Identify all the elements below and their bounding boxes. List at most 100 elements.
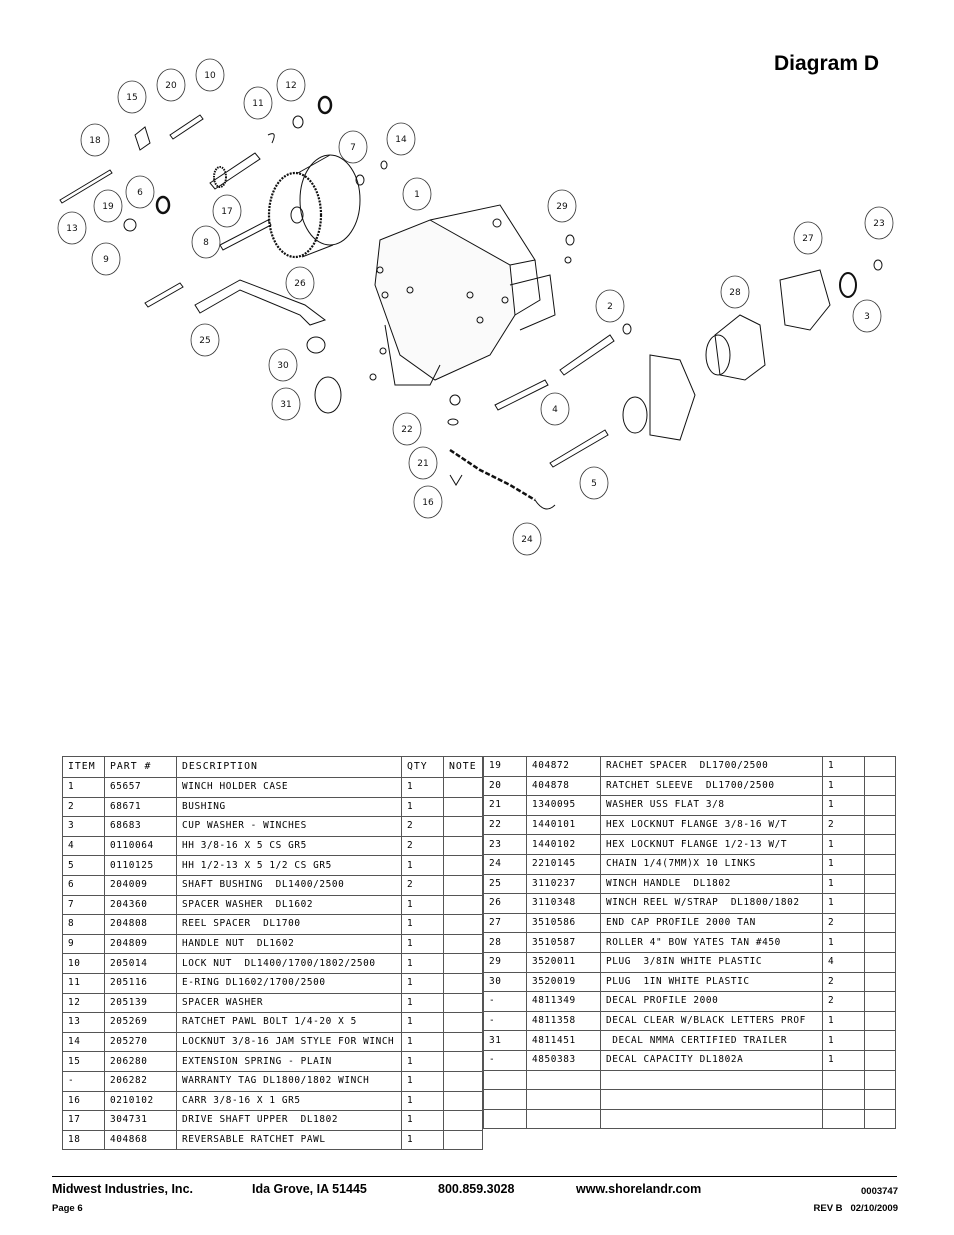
cell-item: 17 <box>62 1110 105 1131</box>
table-header-row: ITEM PART # DESCRIPTION QTY NOTE <box>62 756 483 778</box>
cell-description: HEX LOCKNUT FLANGE 1/2-13 W/T <box>600 834 823 855</box>
cell-note <box>864 853 896 875</box>
winch-reel-drawing <box>299 154 361 246</box>
cell-qty: 2 <box>822 971 865 993</box>
cell-qty: 1 <box>401 972 444 994</box>
cell-part-number: 205269 <box>104 1012 177 1033</box>
footer-company: Midwest Industries, Inc. <box>52 1182 193 1196</box>
cell-part-number: 3520011 <box>526 951 601 973</box>
drive-shaft-drawing <box>209 152 261 190</box>
cell-qty: 2 <box>401 874 444 896</box>
cell-item: 26 <box>483 893 527 914</box>
cell-part-number: 68683 <box>104 816 177 837</box>
cell-description: REEL SPACER DL1700 <box>176 914 402 935</box>
label-14: 14 <box>395 135 407 145</box>
cell-note <box>443 1090 483 1112</box>
label-2: 2 <box>607 302 613 312</box>
table-row <box>483 1089 896 1110</box>
label-8: 8 <box>203 238 209 248</box>
cell-item: - <box>62 1070 105 1092</box>
cell-note <box>443 894 483 916</box>
cell-note <box>443 972 483 994</box>
cell-description: HEX LOCKNUT FLANGE 3/8-16 W/T <box>600 814 823 836</box>
cell-qty: 1 <box>401 1110 444 1131</box>
cell-note <box>864 834 896 855</box>
cell-qty <box>822 1069 865 1091</box>
cell-part-number: 206280 <box>104 1051 177 1072</box>
cell-part-number: 4811451 <box>526 1030 601 1051</box>
cell-part-number: 0110125 <box>104 855 177 876</box>
cell-item: 12 <box>62 992 105 1014</box>
table-row <box>483 1069 896 1091</box>
cell-item: 20 <box>483 775 527 797</box>
cell-qty: 1 <box>401 1090 444 1112</box>
cell-description: BUSHING <box>176 796 402 818</box>
cell-part-number: 206282 <box>104 1070 177 1092</box>
label-20: 20 <box>165 81 177 91</box>
cell-qty: 2 <box>822 991 865 1012</box>
cell-item: 1 <box>62 777 105 798</box>
cell-note <box>864 1108 896 1130</box>
cell-description: LOCKNUT 3/8-16 JAM STYLE FOR WINCH <box>176 1031 402 1053</box>
label-11: 11 <box>252 99 263 109</box>
cell-qty: 1 <box>822 932 865 953</box>
cell-part-number: 3520019 <box>526 971 601 993</box>
cell-item: 16 <box>62 1090 105 1112</box>
cell-part-number <box>526 1069 601 1091</box>
cell-item: 2 <box>62 796 105 818</box>
cell-item: 14 <box>62 1031 105 1053</box>
footer-website: www.shorelandr.com <box>576 1182 702 1196</box>
cell-qty: 1 <box>401 953 444 974</box>
label-9: 9 <box>103 255 109 265</box>
cell-note <box>443 816 483 837</box>
cell-part-number: 1440102 <box>526 834 601 855</box>
label-29: 29 <box>556 202 568 212</box>
cell-item: - <box>483 991 527 1012</box>
label-31: 31 <box>280 400 291 410</box>
cell-item: 6 <box>62 874 105 896</box>
header-qty: QTY <box>401 756 444 778</box>
cell-qty: 1 <box>822 775 865 797</box>
cell-description: WARRANTY TAG DL1800/1802 WINCH <box>176 1070 402 1092</box>
cell-description: WINCH HANDLE DL1802 <box>600 873 823 895</box>
cell-part-number: 404872 <box>526 756 601 777</box>
cell-note <box>443 914 483 935</box>
cell-item: - <box>483 1049 527 1071</box>
cell-part-number: 3510587 <box>526 932 601 953</box>
cell-qty: 1 <box>822 795 865 816</box>
label-12: 12 <box>285 81 296 91</box>
cell-item: 9 <box>62 933 105 955</box>
cell-part-number: 0110064 <box>104 835 177 857</box>
cell-note <box>864 912 896 934</box>
cell-description: REVERSABLE RATCHET PAWL <box>176 1129 402 1151</box>
cell-qty: 1 <box>401 1070 444 1092</box>
cell-part-number: 404878 <box>526 775 601 797</box>
cell-note <box>443 1070 483 1092</box>
cell-description: DECAL NMMA CERTIFIED TRAILER <box>600 1030 823 1051</box>
label-30: 30 <box>277 361 289 371</box>
header-item: ITEM <box>62 756 105 778</box>
cell-part-number <box>526 1089 601 1110</box>
cell-part-number: 204809 <box>104 933 177 955</box>
cell-item: 23 <box>483 834 527 855</box>
cell-qty: 1 <box>401 914 444 935</box>
cell-qty: 2 <box>822 912 865 934</box>
cell-description: PLUG 1IN WHITE PLASTIC <box>600 971 823 993</box>
cell-description: WINCH REEL W/STRAP DL1800/1802 <box>600 893 823 914</box>
